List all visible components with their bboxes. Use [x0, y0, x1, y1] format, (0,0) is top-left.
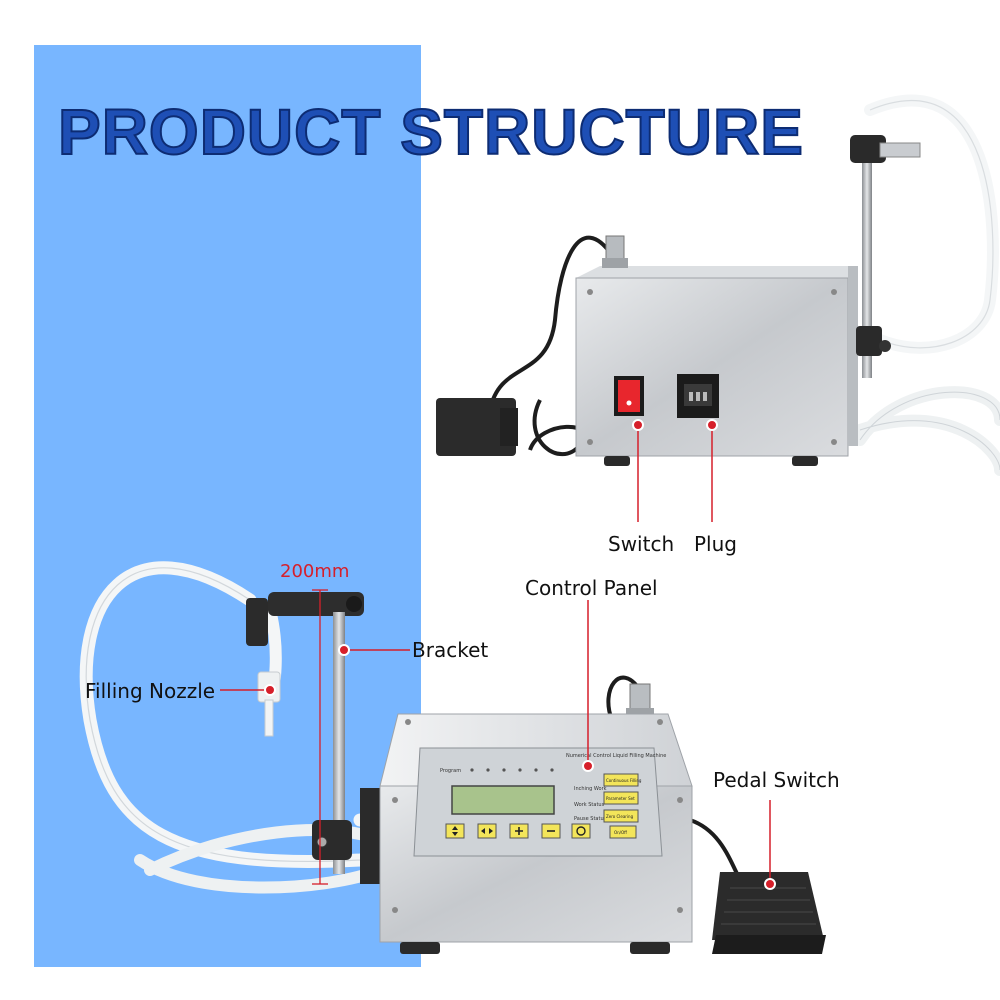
blue-background-panel — [34, 45, 421, 967]
front-machine: Numerical Control Liquid Filling Machine… — [79, 561, 742, 954]
panel-text-header: Numerical Control Liquid Filling Machine — [566, 753, 666, 759]
dimension-label: 200mm — [280, 561, 350, 582]
plus-icon — [515, 827, 523, 835]
bracket-label: Bracket — [412, 638, 489, 662]
front-callouts — [220, 589, 776, 890]
panel-text-work-status: Work Status — [574, 802, 605, 808]
panel-text-parameter-set: Parameter Set — [606, 796, 635, 801]
rear-callouts — [632, 419, 718, 522]
pedal-switch-label: Pedal Switch — [713, 768, 840, 792]
panel-text-on-off: On/Off — [614, 830, 627, 835]
rear-machine — [436, 94, 1000, 476]
control-panel-label: Control Panel — [525, 576, 658, 600]
left-right-icon — [481, 828, 493, 834]
filling-nozzle-label: Filling Nozzle — [85, 679, 216, 703]
circle-icon — [576, 826, 586, 836]
page-title: PRODUCT STRUCTURE — [57, 96, 804, 168]
panel-text-zero-clearing: Zero Clearing — [606, 814, 634, 819]
panel-text-inching-work: Inching Work — [574, 786, 607, 792]
pedal — [712, 872, 826, 954]
panel-text-program: Program — [440, 768, 461, 774]
up-down-icon — [452, 826, 458, 836]
switch-label: Switch — [608, 532, 675, 556]
panel-text-pause-status: Pause Status — [574, 816, 607, 822]
panel-text-continuous-filling: Continuous Filling — [606, 778, 642, 783]
plug-label: Plug — [694, 532, 737, 556]
